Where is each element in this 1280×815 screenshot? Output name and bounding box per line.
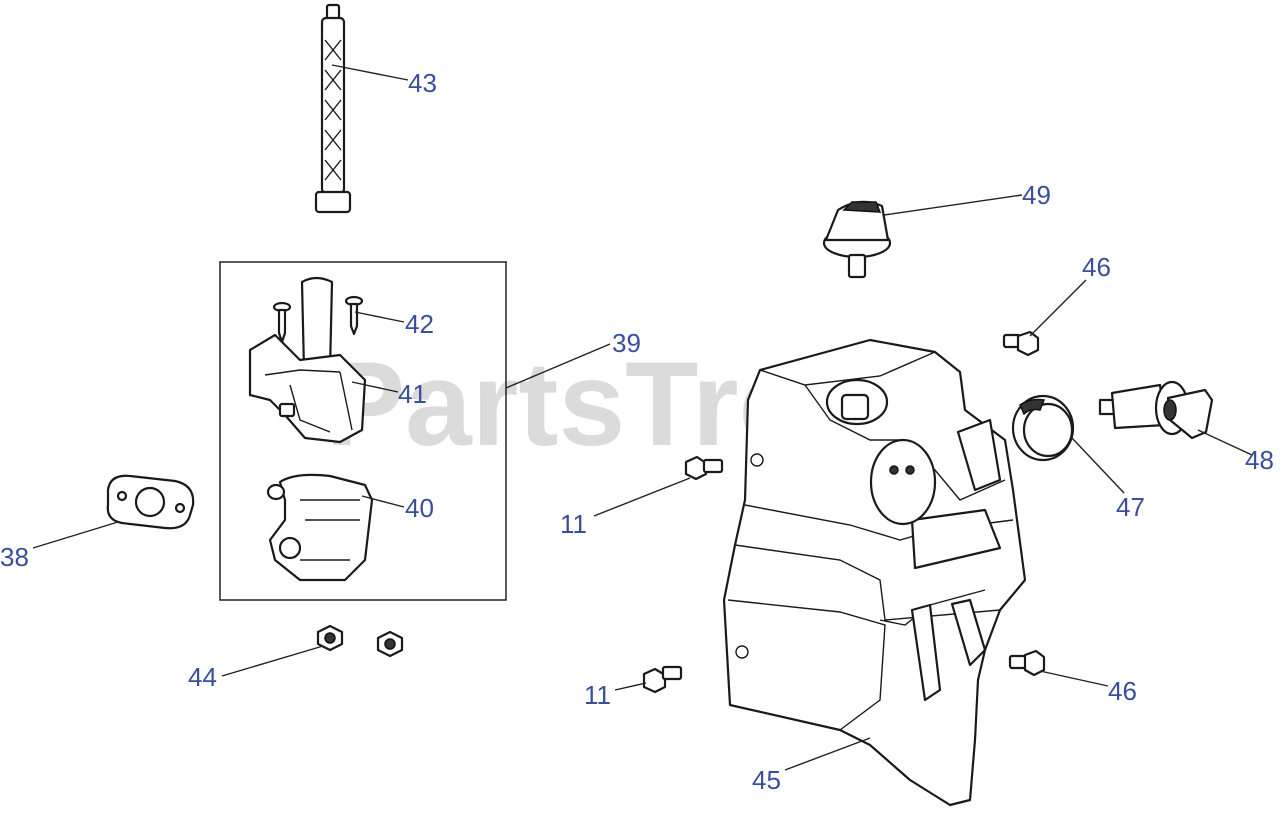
leader-42	[354, 311, 405, 323]
part-40-fuel-valve-lower[interactable]	[266, 473, 374, 582]
part-46-bolt-top[interactable]	[1002, 330, 1040, 357]
callout-43: 43	[408, 68, 437, 98]
callout-49: 49	[1022, 180, 1051, 210]
callout-labels: 43 42 41 40 38 39 44 45 46 46 47 48 49 1…	[0, 68, 1274, 795]
callout-38: 38	[0, 542, 29, 572]
part-43-fuel-strainer[interactable]	[314, 3, 352, 214]
part-42-screw-right[interactable]	[344, 295, 364, 336]
leader-11-top	[593, 477, 691, 517]
leader-46-bottom	[1039, 670, 1109, 687]
callout-41: 41	[398, 379, 427, 409]
leader-47	[1071, 437, 1125, 494]
callout-48: 48	[1245, 445, 1274, 475]
leader-44	[221, 645, 324, 677]
part-47-fuel-cap[interactable]	[1011, 394, 1075, 462]
leader-48	[1197, 429, 1253, 456]
leader-49	[883, 194, 1023, 216]
callout-39: 39	[612, 328, 641, 358]
callout-46-bottom: 46	[1108, 676, 1137, 706]
part-45-fuel-tank-housing[interactable]	[722, 338, 1027, 807]
callout-11-top: 11	[560, 509, 587, 539]
leader-40	[361, 495, 405, 508]
leader-lines	[32, 64, 1253, 771]
leader-39	[505, 343, 611, 389]
callout-45: 45	[752, 765, 781, 795]
part-48-ignition-switch[interactable]	[1098, 380, 1214, 440]
callout-40: 40	[405, 493, 434, 523]
leader-41	[351, 381, 399, 393]
leader-38	[32, 521, 119, 549]
part-11-bolt-top[interactable]	[684, 455, 724, 481]
part-44-nut-right[interactable]	[376, 630, 404, 658]
callout-47: 47	[1116, 492, 1145, 522]
part-49-choke-knob[interactable]	[822, 200, 892, 279]
leader-46-top	[1029, 279, 1087, 337]
part-11-bolt-bottom[interactable]	[642, 665, 683, 694]
part-42-screw-left[interactable]	[272, 301, 292, 344]
part-44-nut-left[interactable]	[316, 624, 344, 652]
callout-11-bottom: 11	[584, 680, 611, 710]
callout-44: 44	[188, 662, 217, 692]
part-38-gasket[interactable]	[106, 474, 195, 530]
assembly-box-39	[219, 261, 507, 601]
part-46-bolt-bottom[interactable]	[1008, 649, 1046, 677]
callout-42: 42	[405, 309, 434, 339]
leader-45	[784, 737, 871, 771]
leader-11-bottom	[614, 682, 647, 691]
callout-46-top: 46	[1082, 252, 1111, 282]
part-41-fuel-valve-body[interactable]	[248, 276, 367, 444]
leader-43	[331, 64, 409, 81]
